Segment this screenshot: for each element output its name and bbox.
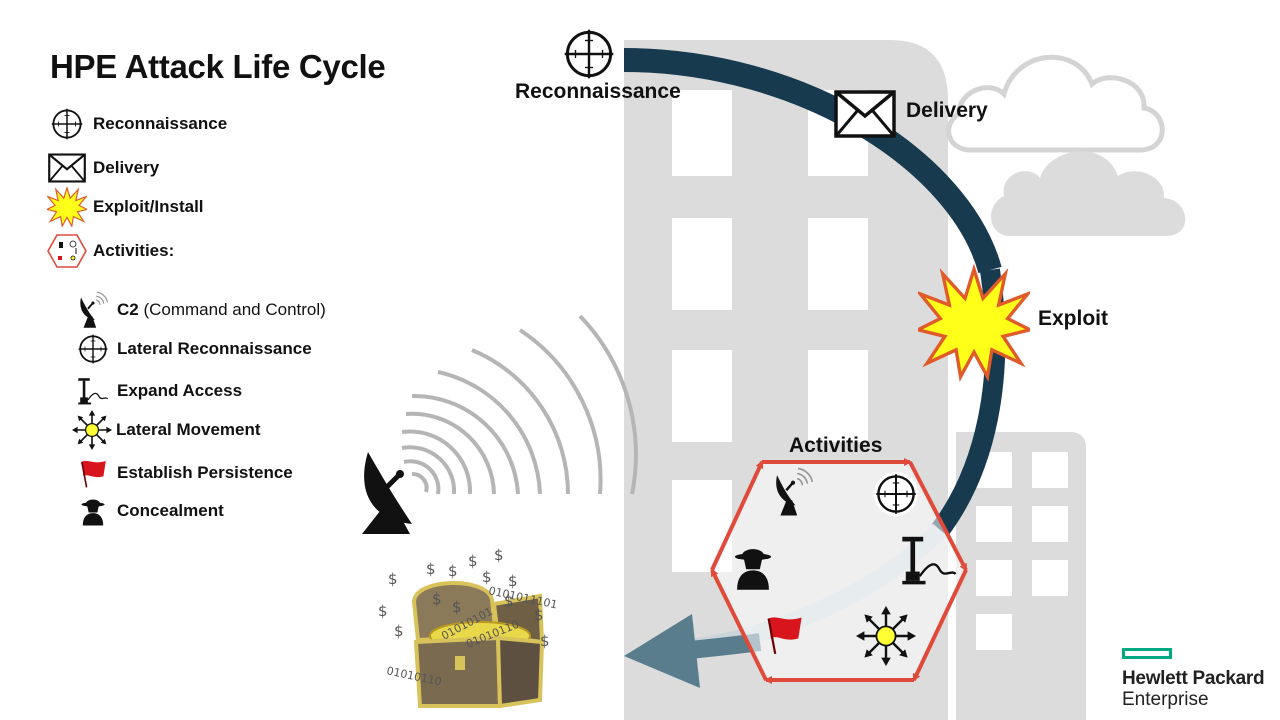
hexagon-crosshair-icon bbox=[874, 472, 918, 516]
legend-item-reconnaissance: Reconnaissance bbox=[47, 107, 227, 141]
dollar-signs: $$$ $$$ $$$ $$$ $$ bbox=[378, 546, 550, 650]
exploit-label: Exploit bbox=[1038, 307, 1109, 330]
legend-label-rest: (Command and Control) bbox=[138, 300, 326, 319]
svg-text:$: $ bbox=[468, 552, 478, 570]
activities-hexagon-icon bbox=[47, 234, 87, 268]
svg-text:$: $ bbox=[534, 606, 544, 624]
treasure-chest-icon bbox=[411, 581, 545, 709]
delivery-label: Delivery bbox=[906, 99, 988, 122]
legend-sub-item-c2: C2 (Command and Control) bbox=[75, 293, 326, 327]
svg-text:$: $ bbox=[540, 632, 550, 650]
legend-sub-item-lateral-movement: Lateral Movement bbox=[72, 413, 261, 447]
large-satellite-dish-icon bbox=[362, 452, 412, 534]
svg-text:$: $ bbox=[388, 570, 398, 588]
activities-label: Activities bbox=[789, 434, 883, 457]
signal-waves bbox=[401, 314, 638, 495]
legend-label: Establish Persistence bbox=[117, 463, 293, 482]
pump-icon bbox=[75, 374, 111, 408]
legend-label: Concealment bbox=[117, 501, 224, 520]
delivery-envelope-icon bbox=[834, 90, 896, 138]
hpe-logo-line2: Enterprise bbox=[1122, 689, 1209, 710]
svg-text:$: $ bbox=[452, 598, 462, 616]
explosion-icon bbox=[47, 190, 87, 224]
legend-sub-item-lateral-recon: Lateral Reconnaissance bbox=[75, 332, 312, 366]
legend-label: Expand Access bbox=[117, 381, 243, 400]
cloud-filled bbox=[991, 151, 1186, 236]
hexagon-arrows-icon bbox=[856, 606, 916, 666]
svg-text:$: $ bbox=[448, 562, 458, 580]
svg-text:$: $ bbox=[378, 602, 388, 620]
red-flag-icon bbox=[75, 456, 111, 490]
legend-label: Reconnaissance bbox=[93, 114, 228, 133]
arrows-compass-icon bbox=[72, 413, 112, 447]
legend-label: Exploit/Install bbox=[93, 197, 204, 216]
svg-text:$: $ bbox=[482, 568, 492, 586]
legend-sub-item-establish-persistence: Establish Persistence bbox=[75, 456, 293, 490]
legend-sub-item-concealment: Concealment bbox=[75, 494, 224, 528]
svg-text:$: $ bbox=[394, 622, 404, 640]
spy-icon bbox=[75, 494, 111, 528]
envelope-icon bbox=[47, 151, 87, 185]
cloud-outline bbox=[946, 54, 1165, 153]
svg-text:$: $ bbox=[426, 560, 436, 578]
svg-text:$: $ bbox=[494, 546, 504, 564]
legend-item-delivery: Delivery bbox=[47, 151, 159, 185]
legend-label: Activities: bbox=[93, 241, 175, 260]
arc-arrowhead bbox=[624, 614, 700, 688]
svg-text:$: $ bbox=[504, 592, 514, 610]
legend-label: Lateral Movement bbox=[116, 420, 261, 439]
legend-sub-item-expand-access: Expand Access bbox=[75, 374, 242, 408]
legend-label: Delivery bbox=[93, 158, 160, 177]
legend-item-exploit: Exploit/Install bbox=[47, 190, 204, 224]
reconnaissance-label: Reconnaissance bbox=[515, 80, 681, 103]
page-title: HPE Attack Life Cycle bbox=[50, 48, 386, 85]
crosshair-icon bbox=[75, 332, 111, 366]
svg-text:$: $ bbox=[508, 572, 518, 590]
reconnaissance-crosshair-icon bbox=[559, 24, 619, 84]
hpe-logo-bar bbox=[1122, 648, 1172, 659]
crosshair-icon bbox=[47, 107, 87, 141]
legend-item-activities: Activities: bbox=[47, 234, 174, 268]
legend-label: Lateral Reconnaissance bbox=[117, 339, 312, 358]
svg-text:$: $ bbox=[432, 590, 442, 608]
hpe-logo: Hewlett Packard Enterprise bbox=[1122, 648, 1280, 710]
legend-label-bold: C2 bbox=[117, 300, 139, 319]
hpe-logo-line1: Hewlett Packard bbox=[1122, 668, 1265, 689]
satellite-dish-icon bbox=[75, 293, 111, 327]
